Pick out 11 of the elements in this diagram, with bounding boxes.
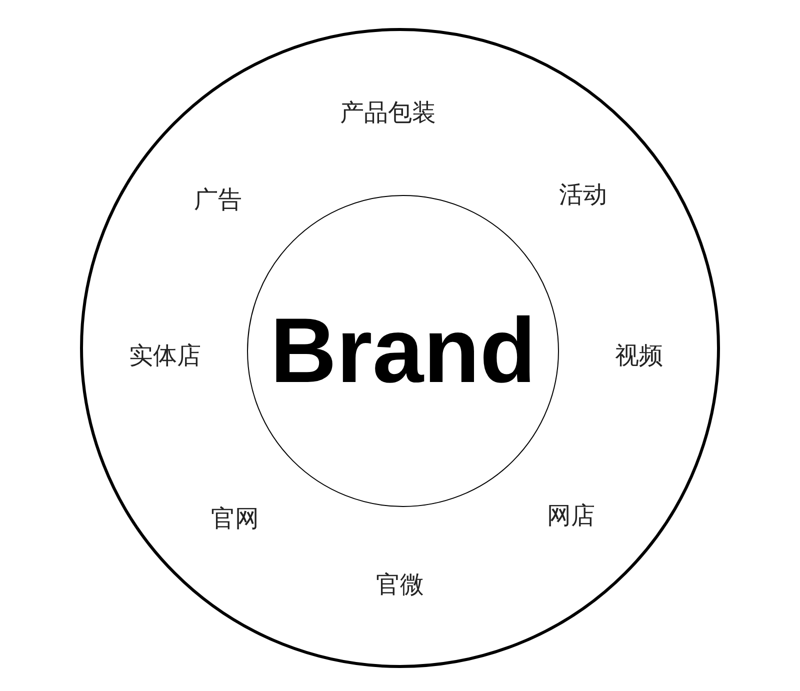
center-text: Brand (270, 305, 536, 397)
channel-label: 网店 (547, 502, 595, 530)
channel-label: 官网 (211, 504, 259, 534)
channel-label: 官微 (376, 570, 424, 600)
channel-label: 活动 (559, 180, 607, 210)
channel-label: 产品包装 (340, 98, 436, 128)
channel-label: 实体店 (129, 342, 201, 370)
outer-circle (80, 28, 720, 668)
channel-label: 广告 (194, 186, 242, 214)
inner-circle (247, 195, 559, 507)
channel-label: 视频 (615, 342, 663, 370)
